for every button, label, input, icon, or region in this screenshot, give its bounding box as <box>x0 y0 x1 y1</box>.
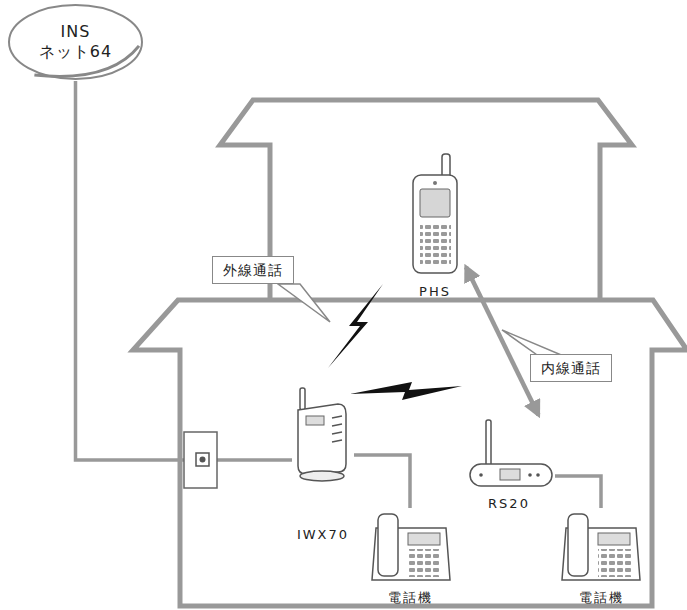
telephone <box>372 514 450 580</box>
wall-jack <box>184 432 217 488</box>
device-label: IWX70 <box>297 527 349 543</box>
device-label: 電話機 <box>579 590 624 606</box>
callout-label: 内線通話 <box>541 359 601 377</box>
router-device: IWX70 <box>292 386 354 543</box>
callout-label: 外線通話 <box>223 261 283 279</box>
network-cloud: INS ネット64 <box>7 3 144 81</box>
phs-device: PHS <box>404 150 466 300</box>
device-label: PHS <box>419 284 451 300</box>
network-label: INS ネット64 <box>30 22 122 62</box>
device-label: RS20 <box>488 496 530 512</box>
callout-box: 内線通話 <box>530 354 612 382</box>
router-device: RS20 <box>463 415 555 512</box>
phs-handset <box>413 154 457 273</box>
phone-line <box>76 81 293 460</box>
wireless-bolt <box>350 382 462 400</box>
callout-box: 外線通話 <box>212 256 294 284</box>
rs20-router <box>470 420 552 486</box>
callout-tail <box>502 330 566 357</box>
phone-line <box>354 455 410 508</box>
lower-house-outline <box>133 300 687 606</box>
callout-tail <box>278 284 330 322</box>
call-arrow <box>466 267 538 415</box>
device-label: 電話機 <box>388 590 433 606</box>
iwx70-router <box>298 388 346 481</box>
telephone-device: 電話機 <box>558 508 644 606</box>
telephone <box>562 514 640 580</box>
telephone-device: 電話機 <box>368 508 452 606</box>
wireless-bolt <box>328 284 383 368</box>
phone-line <box>555 476 601 508</box>
upper-house-outline <box>220 100 632 300</box>
